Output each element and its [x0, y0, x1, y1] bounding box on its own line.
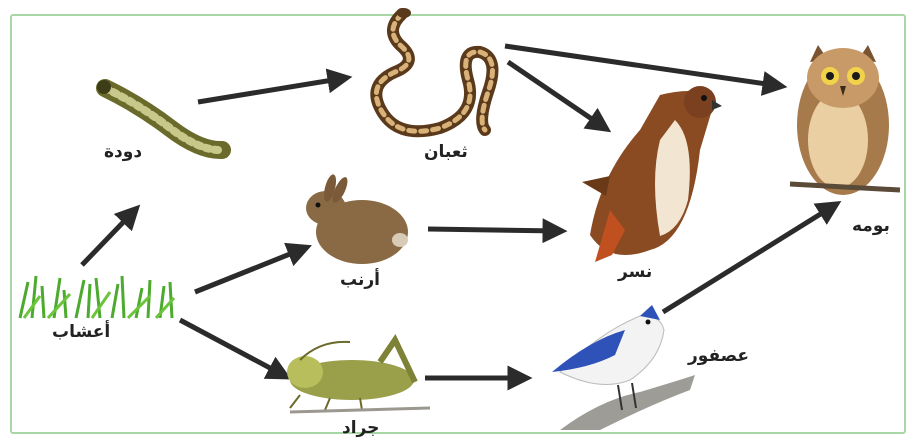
- caterpillar-image: [97, 80, 222, 150]
- owl-image: [790, 45, 900, 195]
- arrow-snake-to-eagle: [508, 62, 605, 128]
- label-grasshopper: جراد: [342, 418, 379, 438]
- eagle-image: [582, 86, 722, 262]
- snake-image: [376, 8, 492, 131]
- arrow-grass-to-grasshopper: [180, 320, 285, 376]
- arrow-snake-to-owl: [505, 46, 780, 86]
- label-grass: أعشاب: [52, 322, 110, 342]
- arrow-grass-to-worm: [82, 210, 135, 265]
- arrow-rabbit-to-eagle: [428, 229, 560, 231]
- label-rabbit: أرنب: [340, 270, 380, 290]
- label-worm: دودة: [104, 142, 142, 162]
- arrow-bird-to-owl: [663, 205, 835, 312]
- label-snake: ثعبان: [424, 142, 468, 162]
- label-eagle: نسر: [618, 262, 652, 282]
- label-bird: عصفور: [688, 346, 749, 366]
- grass-image: [20, 276, 174, 318]
- bird-image: [552, 305, 695, 430]
- rabbit-image: [306, 173, 408, 264]
- grasshopper-image: [287, 340, 430, 412]
- arrow-worm-to-snake: [198, 78, 345, 102]
- arrow-grass-to-rabbit: [195, 248, 305, 292]
- label-owl: بومه: [852, 216, 890, 236]
